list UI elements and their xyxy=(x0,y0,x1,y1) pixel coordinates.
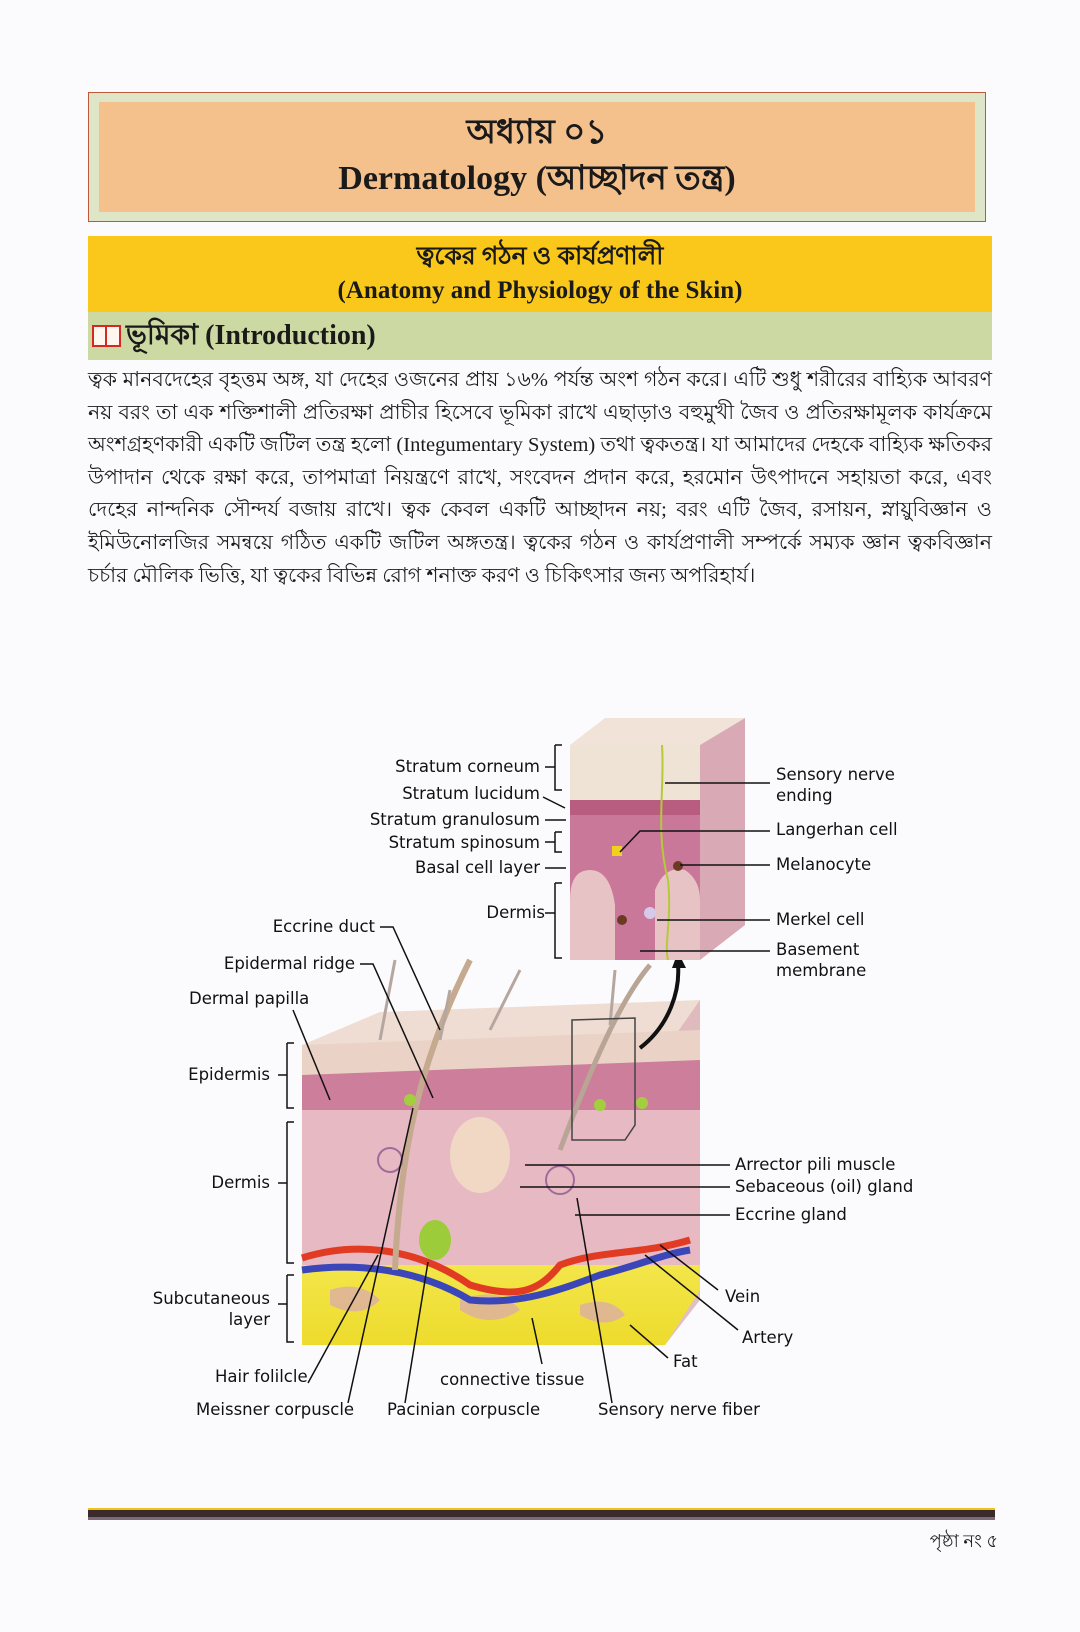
chapter-number: অধ্যায় ০১ xyxy=(466,114,608,151)
chapter-header-box: অধ্যায় ০১ Dermatology (আচ্ছাদন তন্ত্র) xyxy=(88,92,986,222)
label-artery: Artery xyxy=(742,1328,794,1347)
label-basal-cell-layer: Basal cell layer xyxy=(415,858,540,877)
label-subcutaneous-layer: layer xyxy=(228,1310,270,1329)
label-stratum-corneum: Stratum corneum xyxy=(395,757,540,776)
label-connective-tissue: connective tissue xyxy=(440,1370,585,1389)
label-eccrine-gland: Eccrine gland xyxy=(735,1205,847,1224)
label-merkel-cell: Merkel cell xyxy=(776,910,865,929)
inset-epidermis-block xyxy=(570,718,745,961)
intro-paragraph: ত্বক মানবদেহের বৃহত্তম অঙ্গ, যা দেহের ওজ… xyxy=(88,369,992,587)
label-basement-membrane: membrane xyxy=(776,961,867,980)
label-melanocyte: Melanocyte xyxy=(776,855,872,874)
inset-right-leaders xyxy=(619,782,770,952)
label-sensory-nerve-ending: ending xyxy=(776,786,833,805)
label-sebaceous-gland: Sebaceous (oil) gland xyxy=(735,1177,914,1196)
chapter-header-inner: অধ্যায় ০১ Dermatology (আচ্ছাদন তন্ত্র) xyxy=(99,102,975,212)
topic-title-english: (Anatomy and Physiology of the Skin) xyxy=(337,277,743,304)
label-sensory-nerve-fiber: Sensory nerve fiber xyxy=(598,1400,760,1419)
label-pacinian-corpuscle: Pacinian corpuscle xyxy=(387,1400,541,1419)
footer-divider xyxy=(88,1508,995,1520)
open-book-icon xyxy=(92,325,121,347)
main-left-leaders xyxy=(278,926,441,1343)
label-stratum-lucidum: Stratum lucidum xyxy=(402,784,540,803)
section-title: ভূমিকা (Introduction) xyxy=(126,319,376,351)
label-eccrine-duct: Eccrine duct xyxy=(272,917,375,936)
main-right-leaders xyxy=(520,1164,739,1359)
label-subcutaneous: Subcutaneous xyxy=(152,1289,270,1308)
inset-left-leaders xyxy=(542,744,566,959)
label-sensory-nerve: Sensory nerve xyxy=(776,765,895,784)
label-meissner-corpuscle: Meissner corpuscle xyxy=(196,1400,355,1419)
label-basement: Basement xyxy=(776,940,860,959)
chapter-title: Dermatology (আচ্ছাদন তন্ত্র) xyxy=(338,160,736,197)
label-dermis: Dermis xyxy=(211,1173,270,1192)
topic-title-bengali: ত্বকের গঠন ও কার্যপ্রণালী xyxy=(416,243,664,270)
page-number: পৃষ্ঠা নং ৫ xyxy=(929,1531,998,1551)
label-hair-follicle: Hair folilcle xyxy=(215,1367,308,1386)
label-epidermis: Epidermis xyxy=(188,1065,270,1084)
label-langerhan-cell: Langerhan cell xyxy=(776,820,898,839)
label-dermal-papilla: Dermal papilla xyxy=(189,989,310,1008)
label-stratum-spinosum: Stratum spinosum xyxy=(388,833,540,852)
label-inset-dermis: Dermis xyxy=(486,903,545,922)
bottom-leaders xyxy=(307,1107,613,1404)
label-arrector-pili-muscle: Arrector pili muscle xyxy=(735,1155,896,1174)
label-epidermal-ridge: Epidermal ridge xyxy=(223,954,355,973)
label-fat: Fat xyxy=(673,1352,698,1371)
topic-heading-band: ত্বকের গঠন ও কার্যপ্রণালী (Anatomy and P… xyxy=(88,236,992,312)
main-skin-block xyxy=(300,952,700,1345)
label-stratum-granulosum: Stratum granulosum xyxy=(369,810,540,829)
label-vein: Vein xyxy=(725,1287,761,1306)
section-heading-band: ভূমিকা (Introduction) xyxy=(88,312,992,360)
